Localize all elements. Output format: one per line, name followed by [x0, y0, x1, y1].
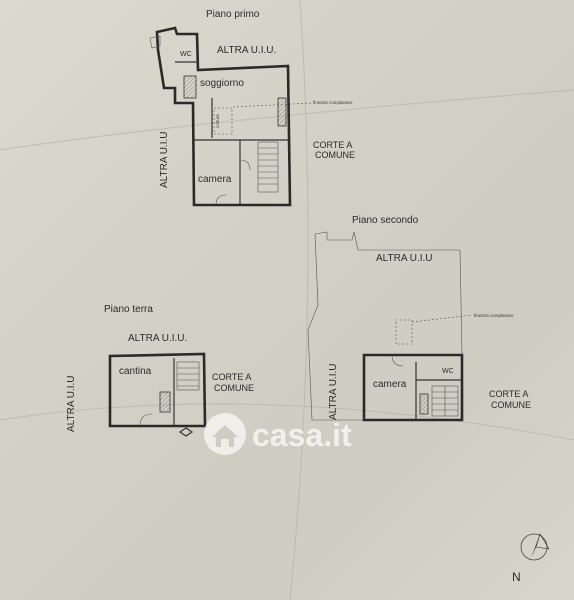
- north-compass: N: [512, 533, 550, 584]
- window-note: finestra complanare: [474, 313, 514, 318]
- neighbor-label-left: ALTRA U.I.U: [159, 132, 170, 189]
- room-label-wc: WC: [180, 51, 192, 58]
- compass-label: N: [512, 570, 521, 584]
- kitchen-niche: [213, 107, 233, 135]
- room-label-camera: camera: [373, 379, 407, 390]
- court-label-line1: CORTE A: [212, 372, 251, 382]
- wall-hatched: [159, 391, 171, 413]
- wall-hatched: [277, 97, 287, 127]
- watermark-text: casa.it: [252, 417, 352, 453]
- floor-title: Piano secondo: [352, 215, 419, 226]
- court-label-line2: COMUNE: [491, 400, 531, 410]
- wall-stub: [149, 35, 161, 49]
- door-arc: [239, 159, 251, 171]
- compass-needle-icon: [531, 534, 540, 558]
- wall-hatched: [419, 393, 429, 415]
- neighbor-label-left: ALTRA U.I.U: [66, 376, 77, 433]
- casa-it-watermark: casa.it: [204, 413, 352, 455]
- floor-title: Piano primo: [206, 9, 260, 20]
- wall-hatched: [183, 75, 197, 99]
- court-label-line1: CORTE A: [313, 140, 352, 150]
- court-label-line2: COMUNE: [214, 383, 254, 393]
- neighbor-outline: [307, 231, 463, 421]
- staircase-primo: [257, 141, 279, 193]
- court-label-line1: CORTE A: [489, 389, 528, 399]
- room-label-wc: WC: [442, 368, 454, 375]
- window-dashed: [395, 319, 413, 345]
- outline-primo: [155, 26, 292, 207]
- floor-piano-terra: Piano terra ALTRA U.I.U. ALTRA U.I.U COR…: [66, 304, 254, 437]
- staircase-terra: [176, 361, 200, 391]
- room-label-cantina: cantina: [119, 366, 152, 377]
- compass-circle-icon: [520, 533, 548, 561]
- staircase-secondo: [431, 385, 459, 417]
- kitchen-label: cottura: [215, 114, 220, 128]
- door-arc: [215, 194, 227, 206]
- room-label-soggiorno: soggiorno: [200, 78, 244, 89]
- entrance-arrow-icon: [178, 427, 194, 437]
- door-arc: [391, 354, 404, 367]
- outline-terra: [108, 352, 207, 428]
- court-label-line2: COMUNE: [315, 150, 355, 160]
- room-label-camera: camera: [198, 174, 232, 185]
- window-leader-line: [411, 314, 473, 323]
- neighbor-label-top: ALTRA U.I.U.: [128, 333, 187, 344]
- neighbor-label-top: ALTRA U.I.U: [376, 253, 433, 264]
- neighbor-label-top: ALTRA U.I.U.: [217, 45, 276, 56]
- floor-piano-primo: Piano primo ALTRA U.I.U. ALTRA U.I.U COR…: [149, 9, 355, 207]
- floor-title: Piano terra: [104, 304, 153, 315]
- neighbor-label-left: ALTRA U.I.U: [328, 364, 339, 421]
- door-arc: [139, 413, 153, 427]
- window-leader-line: [232, 102, 313, 108]
- window-note: finestra complanare: [313, 100, 353, 105]
- outline-secondo: [362, 353, 464, 422]
- house-icon: [212, 425, 238, 447]
- floor-piano-secondo: Piano secondo ALTRA U.I.U ALTRA U.I.U CO…: [307, 215, 531, 422]
